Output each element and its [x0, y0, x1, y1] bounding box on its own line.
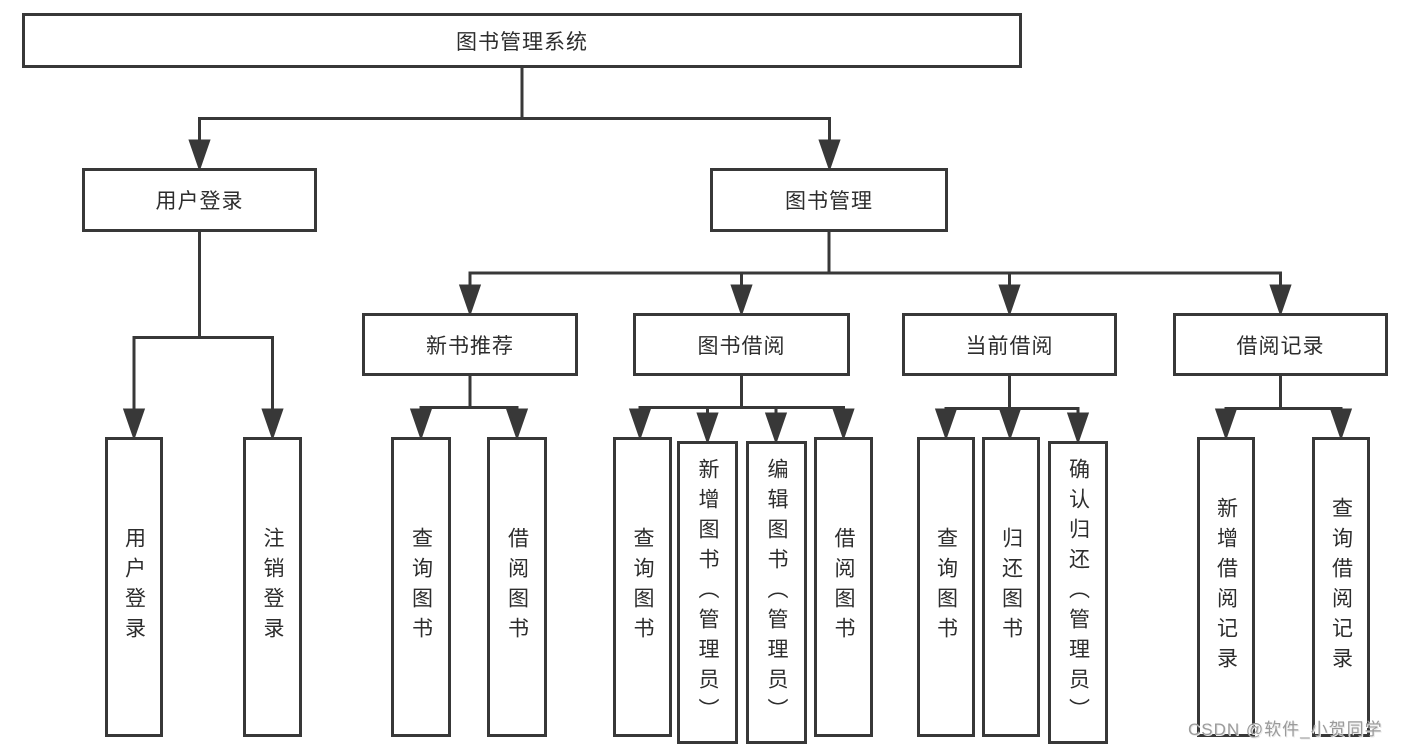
arrowhead [409, 408, 433, 441]
node-user-login-action-label: 用户登录 [122, 527, 146, 647]
node-logout-action: 注销登录 [243, 437, 302, 737]
arrowhead [998, 408, 1022, 441]
node-add-books-admin-label: 新增图书（管理员） [696, 457, 719, 728]
arrowhead [934, 408, 958, 441]
arrowhead [832, 408, 855, 441]
node-borrow-books-recommend: 借阅图书 [487, 437, 547, 737]
arrowhead [696, 412, 719, 445]
node-add-books-admin: 新增图书（管理员） [677, 441, 738, 744]
node-confirm-return-admin-label: 确认归还（管理员） [1066, 457, 1090, 728]
node-return-books-label: 归还图书 [999, 527, 1023, 647]
arrowhead [505, 408, 529, 441]
node-new-book-recommendation: 新书推荐 [362, 313, 578, 376]
arrowhead [764, 412, 788, 445]
arrowhead [998, 284, 1021, 317]
arrowhead [628, 408, 652, 441]
node-search-books-current: 查询图书 [917, 437, 975, 737]
node-return-books: 归还图书 [982, 437, 1040, 737]
node-edit-books-admin: 编辑图书（管理员） [746, 441, 807, 744]
node-search-books-current-label: 查询图书 [934, 527, 958, 647]
node-borrow-books-recommend-label: 借阅图书 [505, 527, 529, 647]
node-book-borrowing-label: 图书借阅 [697, 334, 786, 358]
node-book-management-label: 图书管理 [785, 190, 873, 213]
arrowhead [818, 139, 841, 172]
arrowhead [188, 139, 211, 172]
arrowhead [1066, 412, 1090, 445]
node-book-management: 图书管理 [710, 168, 948, 232]
arrowhead [1214, 408, 1238, 441]
node-user-login-label: 用户登录 [155, 190, 244, 213]
node-search-borrow-record: 查询借阅记录 [1312, 437, 1370, 737]
node-logout-action-label: 注销登录 [261, 527, 284, 647]
node-borrow-books-borrow-label: 借阅图书 [832, 527, 855, 647]
node-borrow-books-borrow: 借阅图书 [814, 437, 873, 737]
node-borrowing-records-label: 借阅记录 [1236, 334, 1325, 358]
node-search-borrow-record-label: 查询借阅记录 [1329, 497, 1353, 677]
node-library-management-system: 图书管理系统 [22, 13, 1022, 68]
arrowhead [730, 284, 753, 317]
node-add-borrow-record-label: 新增借阅记录 [1214, 497, 1238, 677]
node-current-borrowing-label: 当前借阅 [965, 334, 1054, 358]
node-search-books-recommend: 查询图书 [391, 437, 451, 737]
node-edit-books-admin-label: 编辑图书（管理员） [765, 457, 788, 728]
node-new-book-recommendation-label: 新书推荐 [426, 334, 514, 358]
arrowhead [1329, 408, 1353, 441]
node-user-login: 用户登录 [82, 168, 317, 232]
watermark: CSDN @软件_小贺同学 [1188, 720, 1383, 739]
node-confirm-return-admin: 确认归还（管理员） [1048, 441, 1108, 744]
node-add-borrow-record: 新增借阅记录 [1197, 437, 1255, 737]
node-borrowing-records: 借阅记录 [1173, 313, 1388, 376]
node-book-borrowing: 图书借阅 [633, 313, 850, 376]
node-search-books-recommend-label: 查询图书 [409, 527, 433, 647]
node-search-books-borrow: 查询图书 [613, 437, 672, 737]
node-library-management-system-label: 图书管理系统 [456, 30, 588, 54]
arrowhead [261, 408, 284, 441]
node-current-borrowing: 当前借阅 [902, 313, 1117, 376]
node-search-books-borrow-label: 查询图书 [631, 527, 654, 647]
arrowhead [458, 284, 482, 317]
arrowhead [1269, 284, 1292, 317]
arrowhead [122, 408, 146, 441]
node-user-login-action: 用户登录 [105, 437, 163, 737]
